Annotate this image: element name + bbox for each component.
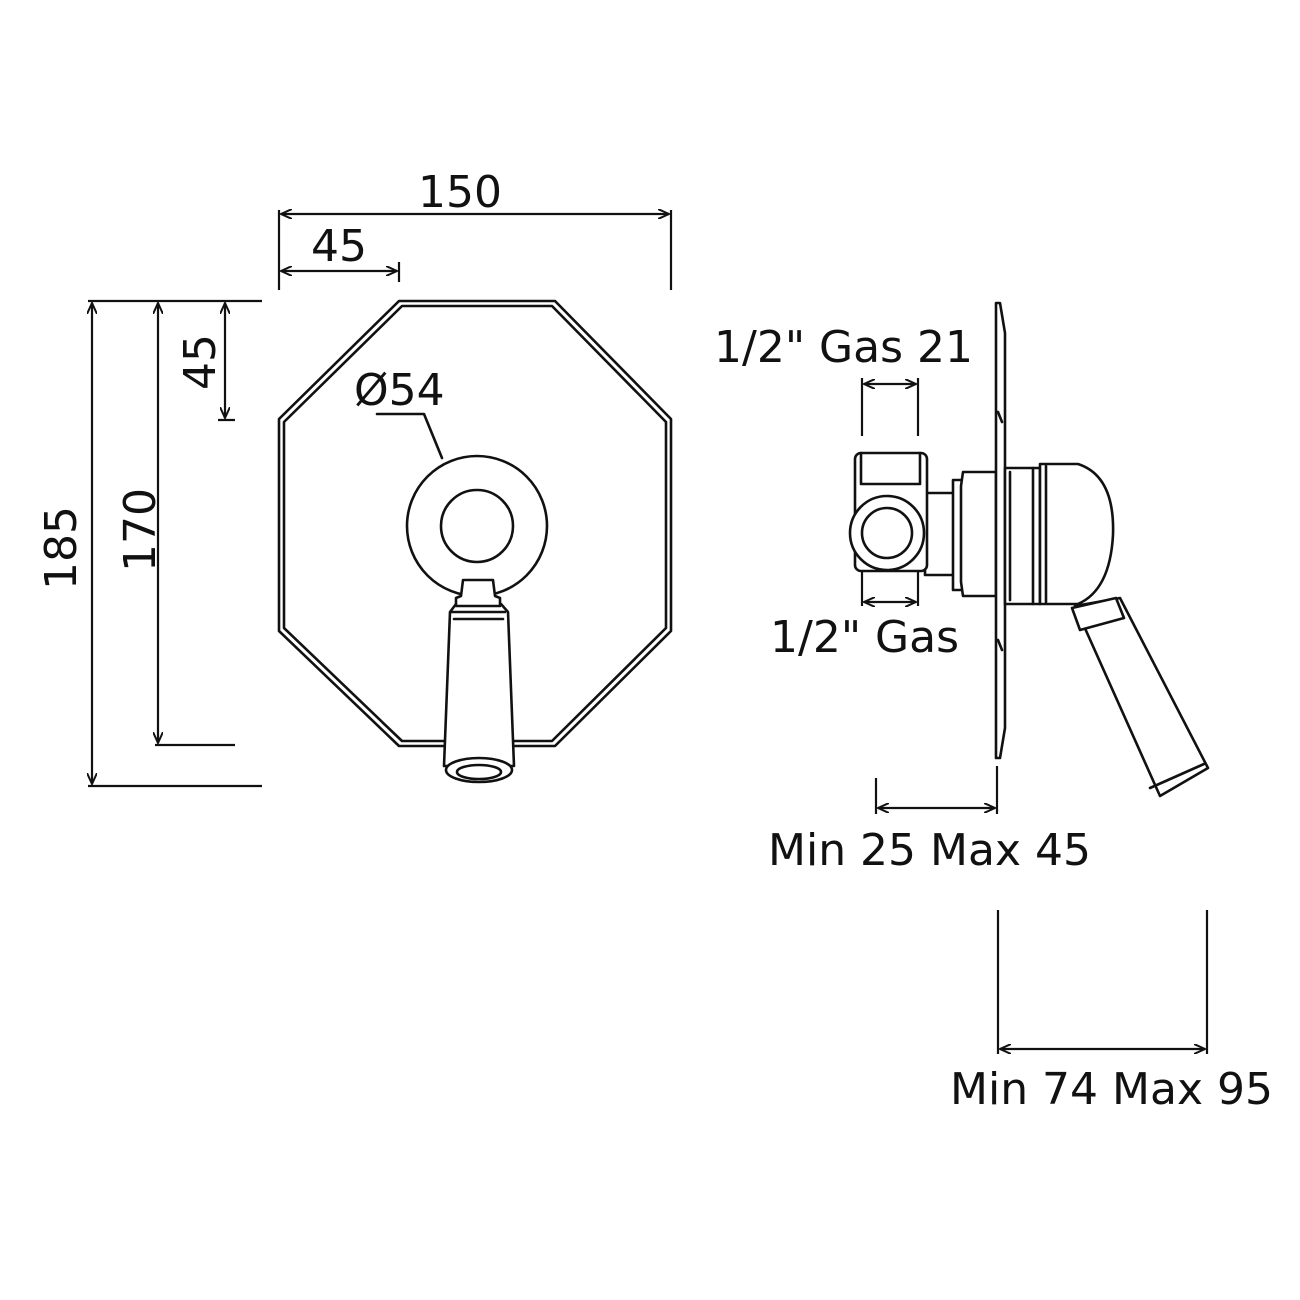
front-view: Ø54 150 45 185 170 45: [36, 167, 673, 788]
side-handle-ring: [1070, 596, 1126, 632]
outlet-label: 1/2" Gas: [770, 612, 959, 663]
inlet-label: 1/2" Gas 21: [714, 322, 973, 373]
handle-cap: [1038, 462, 1115, 606]
side-view: 1/2" Gas 21 1/2" Gas Min 25 Max 45 Min 7…: [714, 301, 1273, 1115]
valve-body-sleeve: [959, 470, 998, 598]
width-offset-label: 45: [311, 221, 367, 272]
handle-collar: [454, 578, 502, 608]
rosette-outer: [405, 454, 549, 598]
side-handle-tip: [1148, 762, 1206, 790]
side-plate-detail-bottom: [996, 638, 1004, 652]
connector-port-inner: [860, 506, 914, 560]
depth-label: Min 25 Max 45: [768, 825, 1091, 876]
width-total-label: 150: [418, 167, 502, 218]
height-plate-label: 170: [115, 488, 166, 572]
height-offset-label: 45: [175, 334, 226, 390]
front-handle: [442, 602, 516, 768]
rosette-inner: [439, 488, 515, 564]
diameter-leader: [375, 412, 444, 460]
side-plate: [994, 301, 1007, 760]
projection-label: Min 74 Max 95: [950, 1064, 1273, 1115]
side-handle: [1073, 596, 1210, 798]
side-plate-detail-top: [996, 410, 1004, 424]
height-total-label: 185: [36, 506, 87, 590]
valve-body: [923, 491, 957, 577]
connector-top-edge: [859, 451, 922, 486]
diameter-label: Ø54: [354, 365, 445, 416]
octagon-plate-inner: [282, 304, 668, 743]
front-handle-tip-inner: [455, 763, 503, 781]
